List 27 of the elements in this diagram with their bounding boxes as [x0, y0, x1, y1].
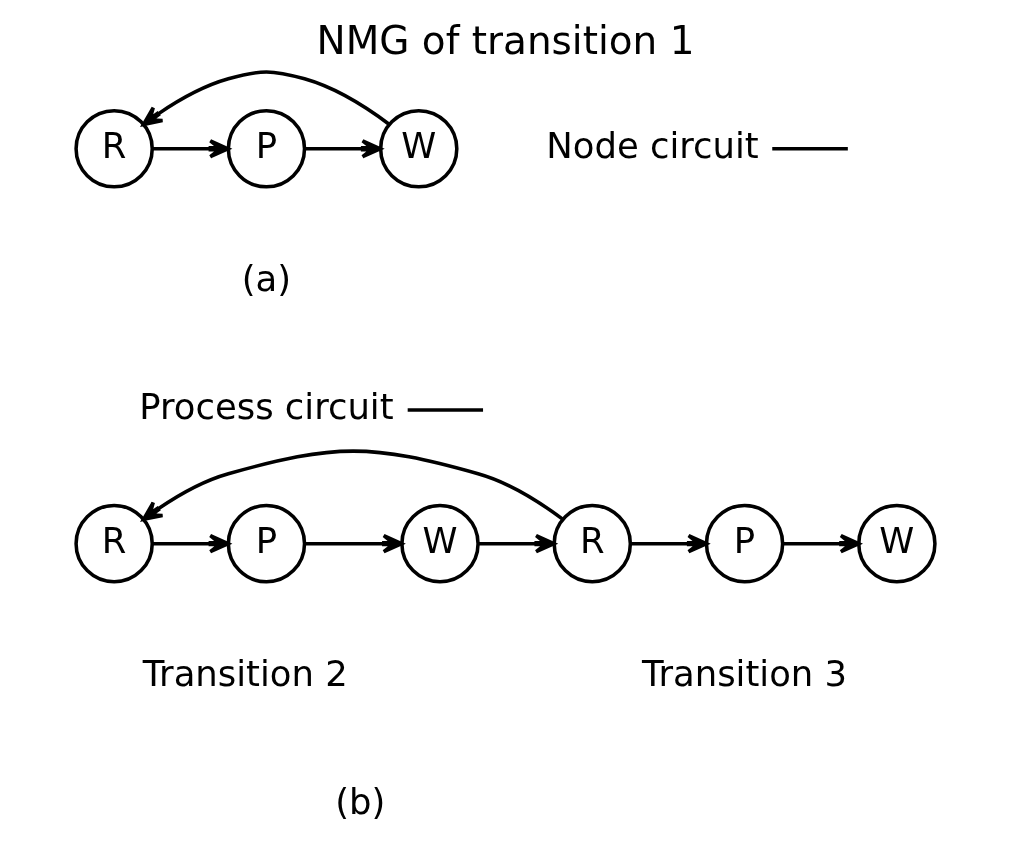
node-circle: W	[857, 503, 937, 584]
node-circle: R	[552, 503, 633, 584]
connector	[407, 408, 484, 412]
arrow	[141, 449, 564, 522]
arrow	[783, 533, 861, 554]
arrow	[141, 70, 391, 127]
node-circle: P	[704, 503, 785, 584]
label: (b)	[335, 780, 386, 822]
label: Transition 3	[642, 653, 848, 695]
arrow	[304, 139, 383, 159]
connector	[772, 147, 848, 151]
node-circle: R	[74, 108, 154, 189]
node-circle: W	[400, 503, 480, 584]
node-circle: P	[226, 503, 307, 584]
node-circle: R	[74, 503, 154, 584]
arrow	[152, 139, 230, 159]
label: (a)	[241, 258, 292, 300]
label: Transition 2	[142, 653, 348, 695]
arrow	[630, 533, 709, 554]
arrow	[152, 533, 230, 554]
diagram-title: NMG of transition 1	[316, 17, 695, 63]
arrow	[478, 533, 556, 554]
node-circle: W	[378, 108, 459, 189]
arrow	[305, 533, 404, 554]
node-circle: P	[226, 108, 307, 189]
node-text: Node circuit	[546, 124, 759, 166]
node-text: Process circuit	[139, 385, 394, 427]
